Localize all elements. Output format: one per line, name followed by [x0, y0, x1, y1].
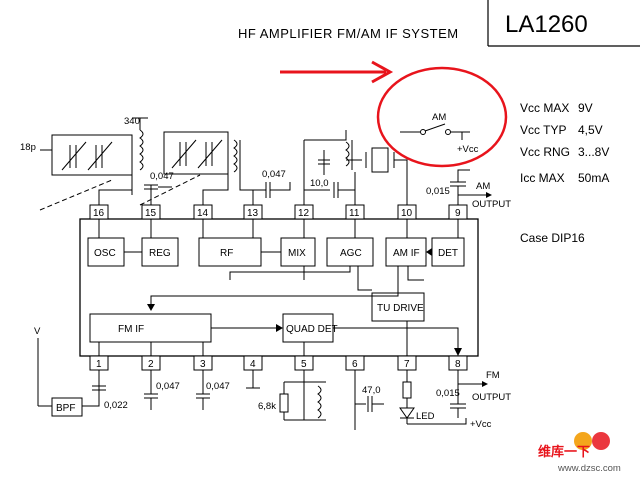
- spec-label-vcc-typ: Vcc TYP: [520, 123, 566, 137]
- watermark-logo-icon-2: [592, 432, 610, 450]
- spec-value-vcc-rng: 3...8V: [578, 145, 609, 159]
- label-c-0015-top: 0,015: [426, 186, 450, 197]
- block-quad-det: [282, 313, 334, 343]
- block-rf: [198, 237, 262, 267]
- block-det: [431, 237, 465, 267]
- label-am-switch: AM: [432, 112, 446, 123]
- pin-label-5: 5: [301, 359, 307, 370]
- top-pins: 16 15 14 13 12 11 10 9: [89, 204, 468, 220]
- pin-label-12: 12: [298, 208, 310, 219]
- block-reg-label: REG: [149, 248, 171, 259]
- block-fm-if: [89, 313, 212, 343]
- block-fm-if-label: FM IF: [118, 324, 144, 335]
- block-tu-drive-label: TU DRIVE: [377, 303, 424, 314]
- block-reg: [141, 237, 179, 267]
- label-c-0047-b3: 0,047: [206, 381, 230, 392]
- block-osc-label: OSC: [94, 248, 116, 259]
- label-antenna: V: [34, 326, 41, 337]
- red-circle: [376, 66, 508, 168]
- pin-label-9: 9: [455, 208, 461, 219]
- internal-wiring: [98, 219, 462, 356]
- pin-label-8: 8: [455, 359, 461, 370]
- spec-label-vcc-max: Vcc MAX: [520, 101, 569, 115]
- pin-label-13: 13: [247, 208, 259, 219]
- pin-label-1: 1: [96, 359, 102, 370]
- spec-label-icc-max: Icc MAX: [520, 171, 565, 185]
- watermark: 维库一下 www.dzsc.com: [538, 432, 621, 474]
- label-fm-output-2: OUTPUT: [472, 392, 511, 403]
- label-fm-output-1: FM: [486, 370, 500, 381]
- label-c-18p: 18p: [20, 142, 36, 153]
- pin-label-7: 7: [404, 359, 410, 370]
- block-det-label: DET: [438, 248, 458, 259]
- pin-label-2: 2: [148, 359, 154, 370]
- rf-tank-frame: [163, 131, 229, 175]
- chip-name: LA1260: [505, 11, 588, 38]
- label-vcc-bottom: +Vcc: [470, 419, 492, 430]
- block-am-if: [385, 237, 427, 267]
- red-arrow-head: [371, 60, 394, 84]
- external-bottom-components: [37, 338, 488, 430]
- spec-value-vcc-typ: 4,5V: [578, 123, 603, 137]
- label-vcc-switch: +Vcc: [457, 144, 479, 155]
- label-c-0047-top: 0,047: [150, 171, 174, 182]
- block-am-if-label: AM IF: [393, 248, 420, 259]
- label-c-0047-b2: 0,047: [156, 381, 180, 392]
- block-rf-label: RF: [220, 248, 233, 259]
- label-c-470: 47,0: [362, 385, 381, 396]
- label-am-output-2: OUTPUT: [472, 199, 511, 210]
- block-mix: [280, 237, 316, 267]
- label-coil-340: 340: [124, 116, 140, 127]
- spec-label-vcc-rng: Vcc RNG: [520, 145, 570, 159]
- label-led: LED: [416, 411, 435, 422]
- label-c-0022: 0,022: [104, 400, 128, 411]
- case-label: Case DIP16: [520, 231, 585, 245]
- spec-value-vcc-max: 9V: [578, 101, 593, 115]
- pin-label-14: 14: [197, 208, 209, 219]
- label-c-0047-right: 0,047: [262, 169, 286, 180]
- watermark-logo-icon: [574, 432, 592, 450]
- block-quad-det-label: QUAD DET: [286, 324, 338, 335]
- label-r-68k: 6,8k: [258, 401, 276, 412]
- block-agc-label: AGC: [340, 248, 362, 259]
- pin-label-15: 15: [145, 208, 157, 219]
- spec-table: Vcc MAX 9V Vcc TYP 4,5V Vcc RNG 3...8V I…: [520, 101, 609, 185]
- internal-blocks: OSC REG RF MIX AGC AM IF DET TU DRIVE FM…: [87, 237, 465, 343]
- pin-label-3: 3: [200, 359, 206, 370]
- pin-label-6: 6: [352, 359, 358, 370]
- pin-label-16: 16: [93, 208, 105, 219]
- watermark-url: www.dzsc.com: [557, 463, 621, 474]
- label-c-0015-bot: 0,015: [436, 388, 460, 399]
- block-mix-label: MIX: [288, 248, 306, 259]
- label-c-100: 10,0: [310, 178, 329, 189]
- external-top-components: [39, 117, 492, 211]
- block-agc: [326, 237, 374, 267]
- block-tu-drive: [371, 292, 425, 322]
- watermark-cn: 维库一下: [538, 444, 590, 459]
- red-annotation: [280, 60, 508, 168]
- pin-label-10: 10: [401, 208, 413, 219]
- bottom-pins: 1 2 3 4 5 6 7 8: [89, 355, 468, 371]
- osc-tank-frame: [51, 134, 133, 176]
- diagram-title: HF AMPLIFIER FM/AM IF SYSTEM: [238, 26, 459, 41]
- spec-value-icc-max: 50mA: [578, 171, 609, 185]
- block-bpf-label: BPF: [56, 403, 75, 414]
- ic-body: [79, 218, 479, 357]
- pin-label-4: 4: [250, 359, 256, 370]
- pin-label-11: 11: [349, 208, 360, 219]
- label-am-output-1: AM: [476, 181, 490, 192]
